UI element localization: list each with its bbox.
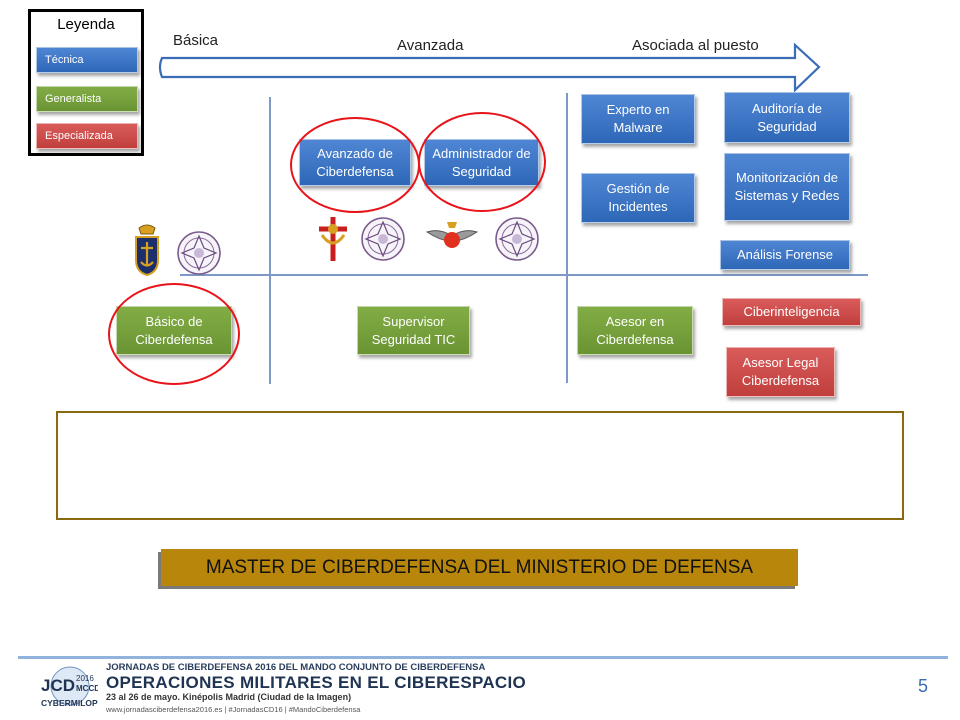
jcd-logo-icon: JCD 2016 MCCD CYBERMILOPS xyxy=(41,666,98,708)
course-asesor-ciberdefensa: Asesor en Ciberdefensa xyxy=(577,306,693,355)
army-emblem-icon xyxy=(319,217,347,261)
highlight-ring-avanzado xyxy=(290,117,420,213)
course-gestion-incidentes: Gestión de Incidentes xyxy=(581,173,695,223)
master-frame xyxy=(56,411,904,520)
navy-rosette-emblem-icon xyxy=(177,231,221,275)
course-ciberinteligencia: Ciberinteligencia xyxy=(722,298,861,326)
air-force-rosette-emblem-icon xyxy=(495,217,539,261)
stage-avanzada: Avanzada xyxy=(397,37,464,54)
highlight-ring-basico xyxy=(108,283,240,385)
logo-jcd-text: JCD xyxy=(41,676,75,695)
course-analisis-forense: Análisis Forense xyxy=(720,240,850,270)
navy-emblem-icon xyxy=(135,224,159,277)
legend-item-especializada: Especializada xyxy=(36,123,138,149)
stage-asociada-puesto: Asociada al puesto xyxy=(632,37,759,54)
master-banner: MASTER DE CIBERDEFENSA DEL MINISTERIO DE… xyxy=(161,549,798,586)
course-asesor-legal: Asesor Legal Ciberdefensa xyxy=(726,347,835,397)
highlight-ring-administrador xyxy=(418,112,546,212)
air-force-emblem-icon xyxy=(425,222,479,248)
stage-basica: Básica xyxy=(173,32,219,49)
page-number: 5 xyxy=(918,676,929,696)
footer-event-theme: OPERACIONES MILITARES EN EL CIBERESPACIO xyxy=(106,673,527,692)
logo-cybermilops-text: CYBERMILOPS xyxy=(41,698,98,708)
footer-event-title: JORNADAS DE CIBERDEFENSA 2016 DEL MANDO … xyxy=(106,662,486,673)
footer-event-dates: 23 al 26 de mayo. Kinépolis Madrid (Ciud… xyxy=(106,692,352,702)
logo-mccd-text: MCCD xyxy=(76,684,98,693)
footer-event-links: www.jornadasciberdefensa2016.es | #Jorna… xyxy=(106,705,361,714)
legend-title: Leyenda xyxy=(57,16,115,33)
army-rosette-emblem-icon xyxy=(361,217,405,261)
divider-basic-advanced xyxy=(269,97,271,384)
progression-arrow xyxy=(158,42,821,93)
course-auditoria-seguridad: Auditoría de Seguridad xyxy=(724,92,850,143)
legend-item-tecnica: Técnica xyxy=(36,47,138,73)
divider-advanced-job xyxy=(566,93,568,383)
course-supervisor-tic: Supervisor Seguridad TIC xyxy=(357,306,470,355)
divider-horizontal xyxy=(180,274,868,276)
course-monitorizacion: Monitorización de Sistemas y Redes xyxy=(724,153,850,221)
footer-divider xyxy=(18,656,948,659)
legend-item-generalista: Generalista xyxy=(36,86,138,112)
logo-year-text: 2016 xyxy=(76,674,94,683)
course-experto-malware: Experto en Malware xyxy=(581,94,695,144)
